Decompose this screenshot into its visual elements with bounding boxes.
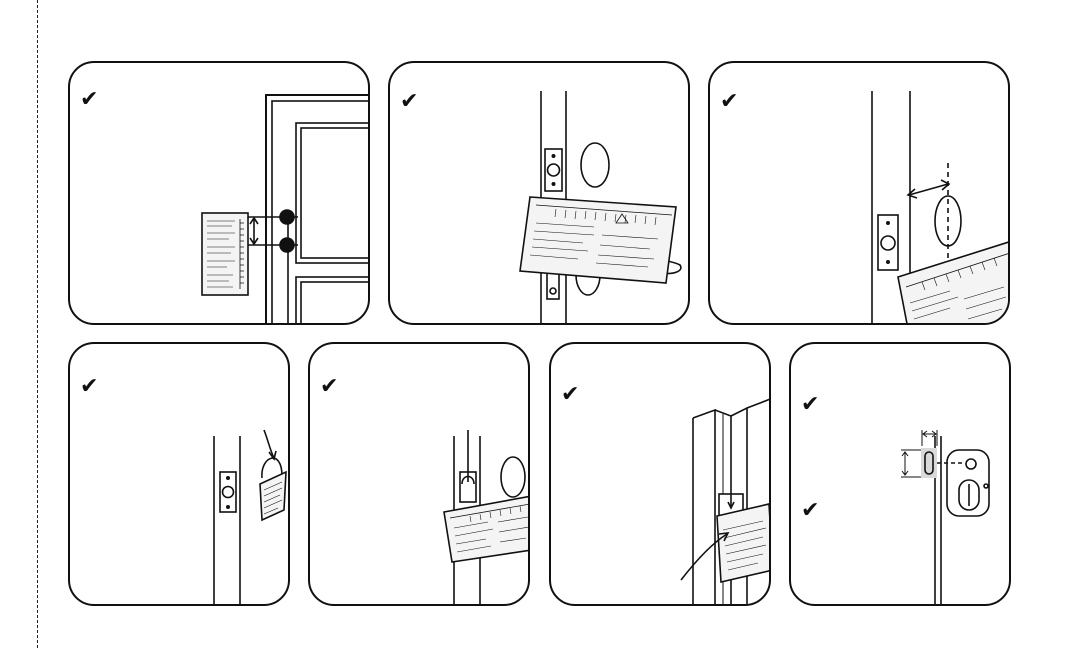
latch-plate-icon (220, 472, 236, 512)
check-icon: ✔ (720, 91, 738, 113)
backset-arrow-icon (908, 180, 949, 198)
strike-slot-icon (901, 430, 963, 478)
door-icon (266, 95, 370, 325)
template-icon (898, 241, 1010, 325)
check-icon: ✔ (801, 394, 819, 416)
deadbolt-icon (947, 450, 989, 516)
panel-door-height: ✔ (68, 61, 370, 325)
latch-plate-icon (878, 215, 898, 270)
panel-frame-strike: ✔ (549, 342, 771, 606)
door-edge-icon (214, 436, 240, 606)
height-arrow-icon (248, 210, 298, 252)
check-icon: ✔ (320, 376, 338, 398)
panel-edge-bore: ✔ (68, 342, 290, 606)
panel-template-fold: ✔ (308, 342, 530, 606)
panel-template-on-lever: ✔ (388, 61, 690, 325)
template-icon (520, 197, 676, 283)
bore-hole-icon (581, 143, 609, 187)
panel-backset: ✔ (708, 61, 1010, 325)
check-icon: ✔ (400, 91, 418, 113)
check-icon: ✔ (80, 89, 98, 111)
check-icon: ✔ (561, 384, 579, 406)
template-icon (444, 496, 530, 562)
fold-line (37, 0, 38, 648)
template-icon (681, 504, 771, 582)
template-icon (202, 213, 248, 295)
template-icon (260, 430, 286, 520)
check-icon: ✔ (80, 376, 98, 398)
check-icon: ✔ (801, 500, 819, 522)
panel-lock-clearance: ✔ ✔ (789, 342, 1011, 606)
bore-hole-icon (501, 457, 525, 497)
